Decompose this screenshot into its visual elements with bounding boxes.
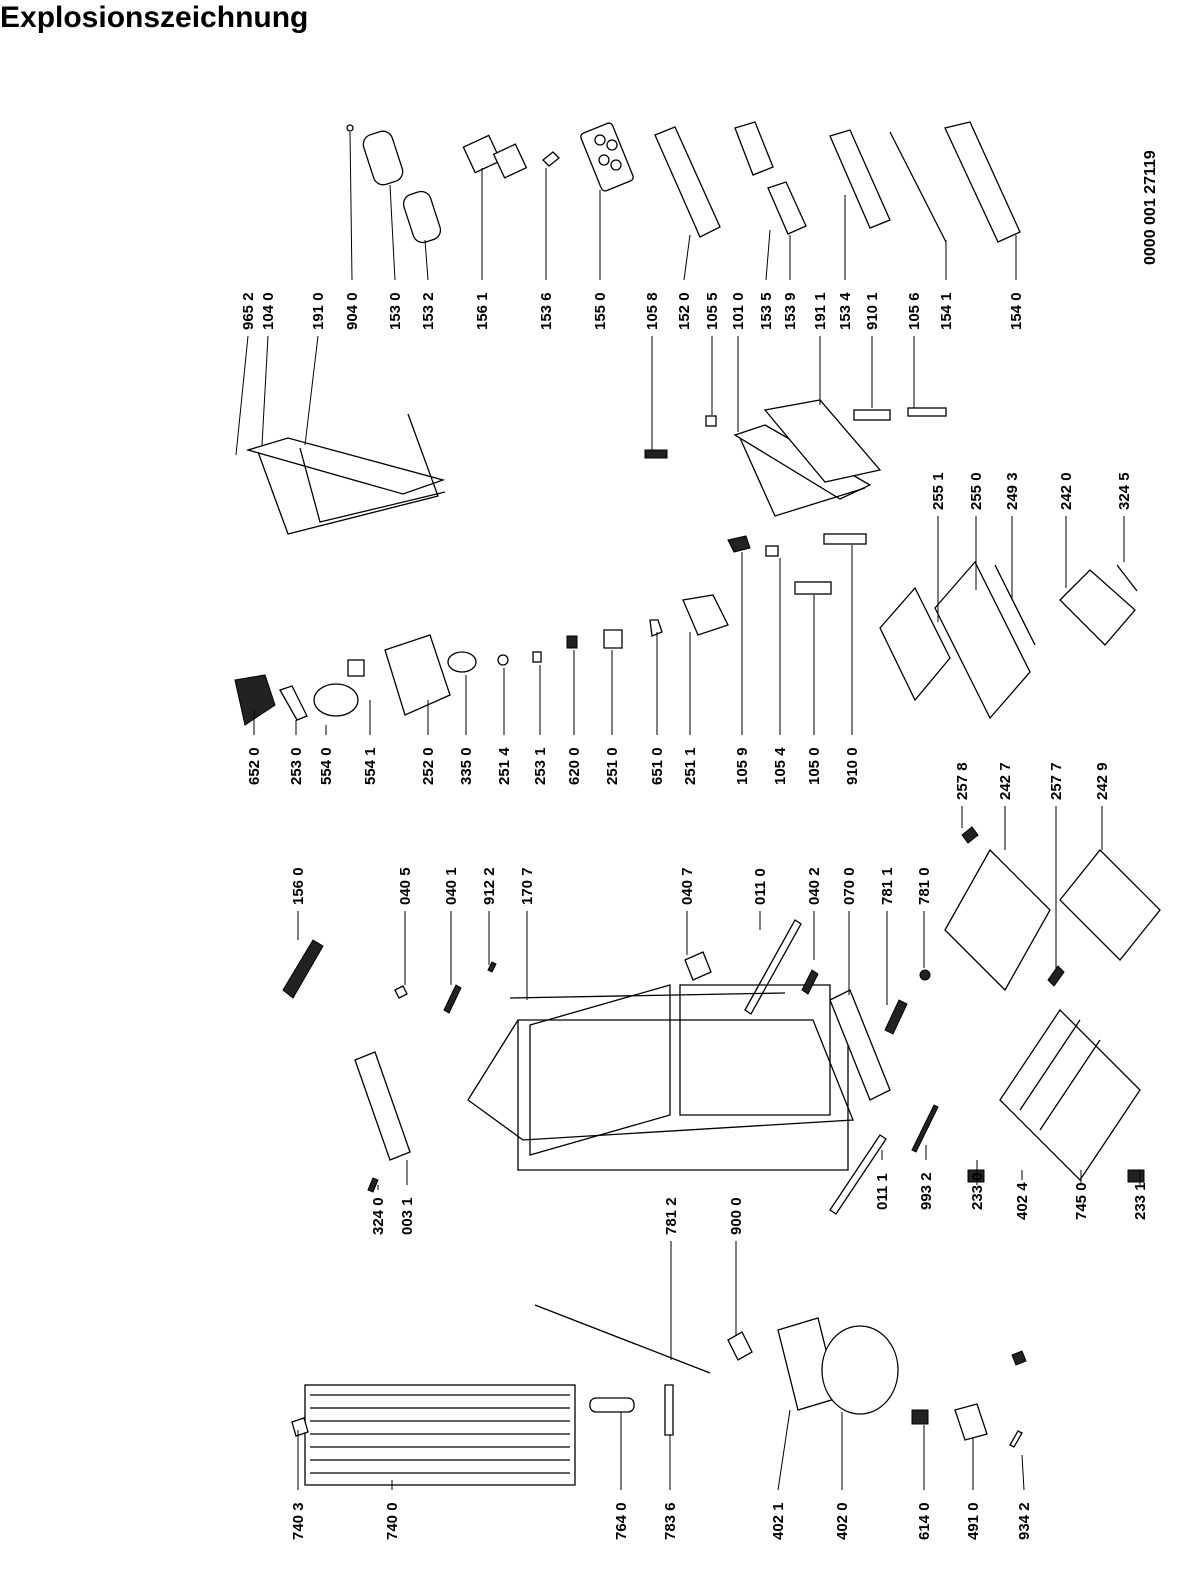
callout-label: 040 2	[806, 867, 823, 905]
callout-label: 620 0	[566, 747, 583, 785]
callout-label: 554 0	[318, 747, 335, 785]
callout-label: 783 6	[662, 1502, 679, 1540]
leader-line	[765, 229, 771, 281]
callout-label: 104 0	[260, 292, 277, 330]
callout-label: 105 6	[906, 292, 923, 330]
callout-label: 912 2	[481, 867, 498, 905]
callout-label: 965 2	[240, 292, 257, 330]
page-title: Explosionszeichnung	[0, 1, 309, 34]
callout-label: 402 1	[770, 1502, 787, 1540]
callout-label: 251 4	[496, 747, 513, 785]
callout-label: 040 1	[443, 867, 460, 905]
document-code: 0000 001 27119	[1142, 150, 1159, 265]
callout-label: 324 0	[370, 1197, 387, 1235]
callout-label: 993 2	[918, 1172, 935, 1210]
callout-label: 153 6	[538, 292, 555, 330]
callout-label: 257 7	[1048, 762, 1065, 800]
callout-label: 152 0	[676, 292, 693, 330]
callout-label: 252 0	[420, 747, 437, 785]
leader-line	[261, 335, 269, 446]
leader-line	[304, 335, 319, 446]
callout-label: 781 0	[916, 867, 933, 905]
callout-label: 251 0	[604, 747, 621, 785]
callout-label: 651 0	[649, 747, 666, 785]
callout-label: 105 9	[734, 747, 751, 785]
callout-label: 040 7	[679, 867, 696, 905]
callout-label: 402 0	[834, 1502, 851, 1540]
callout-label: 101 0	[730, 292, 747, 330]
leader-line	[683, 234, 691, 281]
callout-label: 764 0	[613, 1502, 630, 1540]
callout-label: 910 1	[864, 292, 881, 330]
callout-label: 011 0	[752, 868, 769, 905]
leader-line	[389, 184, 396, 281]
callout-label: 156 1	[474, 292, 491, 330]
callout-label: 324 5	[1116, 472, 1133, 510]
callout-label: 233 1	[1132, 1182, 1149, 1220]
callout-label: 105 8	[644, 292, 661, 330]
callout-label: 402 4	[1014, 1182, 1031, 1220]
part-drawings	[234, 121, 1161, 1486]
callout-label: 170 7	[519, 867, 536, 905]
callout-label: 740 0	[384, 1502, 401, 1540]
callout-label: 153 5	[758, 292, 775, 330]
leader-line	[349, 131, 353, 281]
callout-label: 242 7	[997, 762, 1014, 800]
callout-label: 153 9	[782, 292, 799, 330]
callout-label: 242 9	[1094, 762, 1111, 800]
callout-label: 191 0	[310, 292, 327, 330]
callout-label: 105 4	[772, 747, 789, 785]
callout-label: 253 0	[288, 747, 305, 785]
callout-label: 781 1	[879, 867, 896, 905]
callout-label: 105 0	[806, 747, 823, 785]
callout-label: 652 0	[246, 747, 263, 785]
callout-label: 745 0	[1073, 1182, 1090, 1220]
callout-label: 554 1	[362, 747, 379, 785]
callout-label: 900 0	[728, 1197, 745, 1235]
callout-label: 781 2	[663, 1197, 680, 1235]
leader-line	[235, 335, 249, 456]
callout-label: 153 0	[387, 292, 404, 330]
callout-label: 242 0	[1058, 472, 1075, 510]
callout-label: 040 5	[397, 867, 414, 905]
callout-label: 904 0	[344, 292, 361, 330]
callout-label: 070 0	[841, 867, 858, 905]
leader-line	[1021, 1454, 1025, 1491]
callout-label: 257 8	[954, 762, 971, 800]
callout-label: 740 3	[290, 1502, 307, 1540]
callout-label: 255 1	[930, 472, 947, 510]
callout-label: 153 4	[837, 292, 854, 330]
callout-label: 249 3	[1004, 472, 1021, 510]
callout-label: 910 0	[844, 747, 861, 785]
callout-label: 155 0	[592, 292, 609, 330]
callout-label: 003 1	[399, 1197, 416, 1235]
callout-label: 934 2	[1016, 1502, 1033, 1540]
callout-label: 011 1	[874, 1173, 891, 1210]
callout-label: 191 1	[812, 292, 829, 330]
callout-label: 233 0	[969, 1172, 986, 1210]
callout-label: 335 0	[458, 747, 475, 785]
callout-label: 251 1	[682, 747, 699, 785]
callout-label: 156 0	[290, 867, 307, 905]
callout-label: 154 1	[938, 292, 955, 330]
callout-label: 153 2	[420, 292, 437, 330]
callout-label: 105 5	[704, 292, 721, 330]
callout-label: 255 0	[968, 472, 985, 510]
callout-label: 491 0	[965, 1502, 982, 1540]
callout-label: 253 1	[532, 747, 549, 785]
leader-line	[777, 1409, 791, 1491]
callout-label: 154 0	[1008, 292, 1025, 330]
callout-label: 614 0	[916, 1502, 933, 1540]
leader-line	[424, 239, 429, 281]
